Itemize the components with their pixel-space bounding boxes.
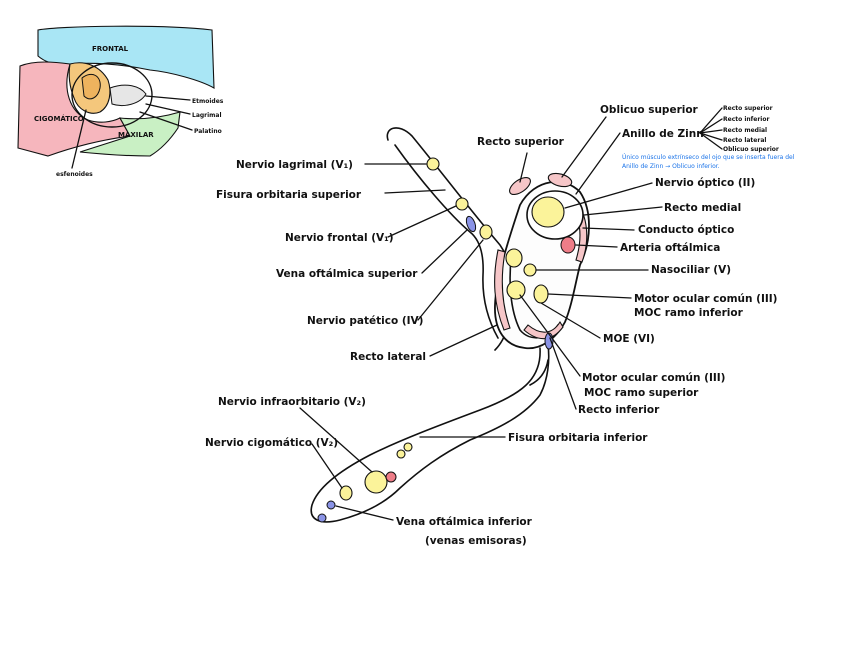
ethmoid-lead <box>145 95 191 101</box>
lead-vena-oftalmica-inferior <box>335 505 394 521</box>
lead-nervio-patetico <box>417 239 484 321</box>
label-esfenoides: esfenoides <box>56 171 93 178</box>
sphenoid-lead <box>71 109 87 169</box>
zinn-list-recto-lateral: Recto lateral <box>723 137 766 144</box>
superior-rectus-muscle <box>509 176 531 196</box>
lead-arteria-oftalmica <box>575 244 618 248</box>
lead-moe <box>540 302 601 339</box>
lead-nervio-infraorbitario <box>299 407 373 473</box>
label-fisura-orbitaria-superior: Fisura orbitaria superior <box>216 189 362 201</box>
infraorbital-small-2 <box>403 442 413 452</box>
lacrimal-lead <box>145 103 191 115</box>
lead-motor-ocular-comun-inf <box>547 293 632 299</box>
lead-nervio-cigomatico <box>311 443 343 489</box>
label-fisura-orbitaria-inferior: Fisura orbitaria inferior <box>508 432 648 444</box>
label-etmoides: Etmoides <box>192 98 224 105</box>
lead-oblicuo-superior <box>561 116 607 178</box>
zygomatic-nerve <box>339 485 353 501</box>
orbit-rim-outline <box>71 62 153 128</box>
lead-recto-inferior <box>549 337 577 410</box>
lead-recto-superior <box>519 152 528 183</box>
label-vena-oftalmica-superior: Vena oftálmica superior <box>276 268 418 280</box>
label-recto-medial: Recto medial <box>664 202 741 214</box>
label-anillo-zinn: Anillo de Zinn <box>622 128 704 140</box>
label-nervio-optico: Nervio óptico (II) <box>655 177 755 189</box>
oculomotor-inferior-branch <box>506 280 526 300</box>
label-nervio-infraorbitario: Nervio infraorbitario (V₂) <box>218 396 366 408</box>
label-nervio-patetico: Nervio patético (IV) <box>307 315 423 327</box>
ethmoid-bone-region <box>109 84 147 107</box>
trochlear-nerve <box>479 224 493 240</box>
emissary-vein <box>317 513 327 523</box>
lead-fisura-orbitaria-superior <box>384 189 446 194</box>
lower-vein-apex <box>544 332 554 350</box>
label-moc-ramo-inferior: MOC ramo inferior <box>634 307 744 319</box>
superior-oblique-muscle <box>547 172 573 188</box>
label-motor-ocular-comun-sup: Motor ocular común (III) <box>582 372 725 384</box>
lateral-rectus-muscle <box>494 249 511 331</box>
lead-anillo-zinn <box>575 132 621 195</box>
label-recto-superior: Recto superior <box>477 136 565 148</box>
label-motor-ocular-comun-inf: Motor ocular común (III) <box>634 293 777 305</box>
label-nervio-lagrimal: Nervio lagrimal (V₁) <box>236 159 353 171</box>
lead-vena-oftalmica-superior <box>421 229 468 274</box>
inferior-orbital-fissure-outline <box>310 344 550 523</box>
label-maxilar: MAXILAR <box>118 131 154 139</box>
label-conducto-optico: Conducto óptico <box>638 224 734 236</box>
sphenoid-detail <box>81 73 101 100</box>
label-moe: MOE (VI) <box>603 333 655 345</box>
lead-nervio-optico <box>564 182 653 209</box>
zinn-list-recto-inferior: Recto inferior <box>723 116 769 123</box>
inferior-ophthalmic-vein <box>326 500 336 510</box>
label-nervio-frontal: Nervio frontal (V₁) <box>285 232 394 244</box>
lead-zinn-list-2 <box>699 118 723 134</box>
lead-recto-lateral <box>429 324 498 357</box>
label-arteria-oftalmica: Arteria oftálmica <box>620 242 720 254</box>
ophthalmic-artery <box>560 236 576 254</box>
zygomatic-bone-region <box>17 61 131 157</box>
label-nasociliar: Nasociliar (V) <box>651 264 731 276</box>
label-recto-inferior: Recto inferior <box>578 404 660 416</box>
zinn-list-recto-medial: Recto medial <box>723 127 767 134</box>
lead-zinn-list-1 <box>699 107 723 134</box>
orbit-bones-inset: FRONTAL CIGOMÁTICO MAXILAR esfenoides Et… <box>17 25 224 178</box>
zinn-list-recto-superior: Recto superior <box>723 105 773 112</box>
infraorbital-small-1 <box>396 449 406 459</box>
lead-zinn-list-3 <box>699 129 723 134</box>
optic-nerve <box>531 196 565 228</box>
abducens-nerve <box>533 284 549 304</box>
lead-motor-ocular-comun-sup <box>519 294 581 377</box>
superior-ophthalmic-vein <box>465 215 477 233</box>
zinn-list-oblicuo-superior: Oblicuo superior <box>723 146 779 153</box>
lacrimal-nerve <box>426 157 440 171</box>
label-moc-ramo-superior: MOC ramo superior <box>584 387 699 399</box>
lead-nervio-frontal <box>387 205 457 238</box>
lead-recto-medial <box>583 206 663 216</box>
inferior-fissure-inner-line <box>529 359 549 386</box>
label-nervio-cigomatico: Nervio cigomático (V₂) <box>205 437 338 449</box>
label-frontal: FRONTAL <box>92 45 129 53</box>
infraorbital-artery <box>385 471 397 483</box>
label-lagrimal: Lagrimal <box>192 112 222 119</box>
nasociliary-nerve <box>505 248 523 268</box>
label-cigomatico: CIGOMÁTICO <box>34 114 84 123</box>
infraorbital-nerve <box>364 470 388 494</box>
note-line-2: Anillo de Zinn → Oblicuo inferior. <box>622 163 720 170</box>
note-line-1: Único músculo extrínseco del ojo que se … <box>622 154 795 161</box>
label-palatino: Palatino <box>194 128 222 135</box>
palatine-lead <box>139 111 193 131</box>
lead-conducto-optico <box>582 227 635 231</box>
inferior-rectus-muscle <box>523 320 564 340</box>
label-oblicuo-superior: Oblicuo superior <box>600 104 699 116</box>
label-recto-lateral: Recto lateral <box>350 351 426 363</box>
lead-zinn-list-4 <box>699 132 723 141</box>
lead-zinn-list-5 <box>699 132 723 150</box>
nasociliary-branch <box>523 263 537 277</box>
label-vena-oftalmica-inferior: Vena oftálmica inferior <box>396 516 533 528</box>
label-venas-emisoras: (venas emisoras) <box>425 535 527 547</box>
frontal-nerve <box>455 197 469 211</box>
orbital-apex-diagram: Nervio lagrimal (V₁) Fisura orbitaria su… <box>205 104 795 547</box>
